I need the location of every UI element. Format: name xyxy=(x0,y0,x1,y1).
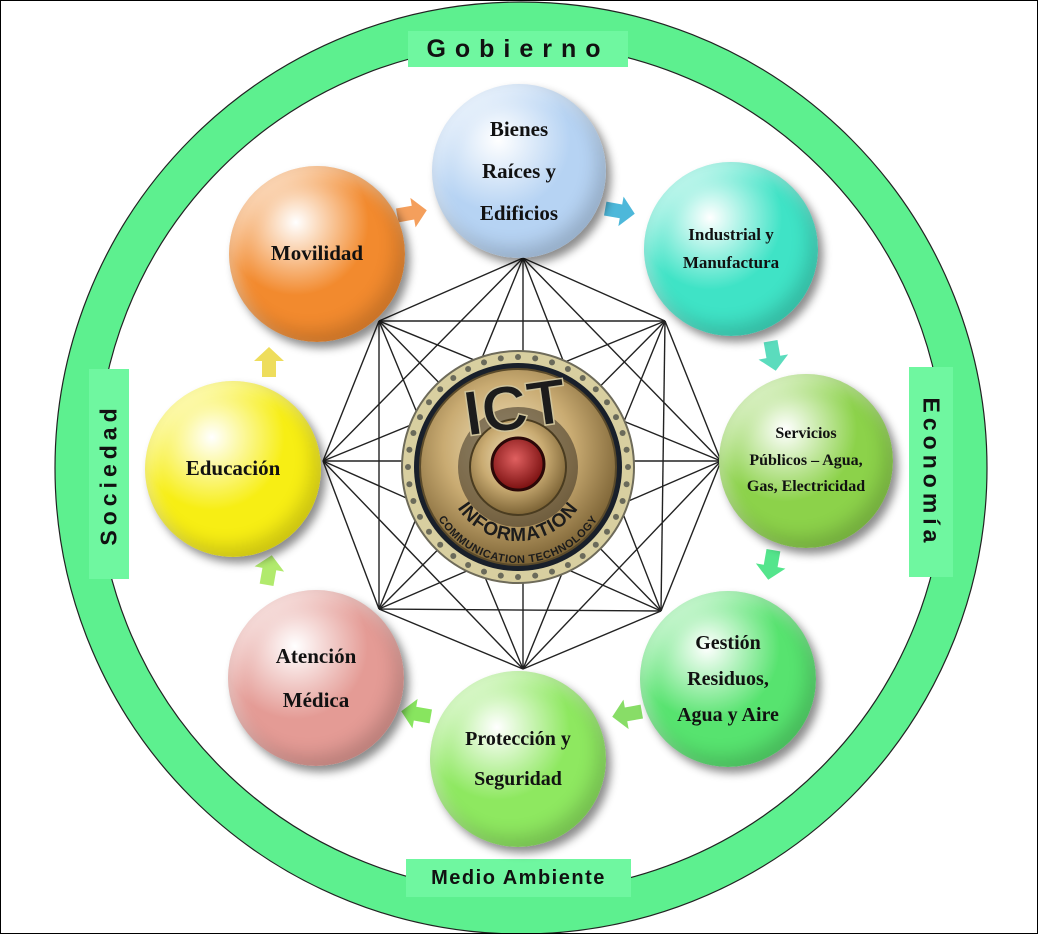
logo-pin xyxy=(515,354,521,360)
logo-pin xyxy=(437,386,444,393)
outer-ring xyxy=(55,2,987,933)
logo-pin xyxy=(549,568,555,575)
connector-line xyxy=(378,257,524,322)
logo-pin xyxy=(410,498,417,504)
flow-arrows xyxy=(254,196,789,730)
connector-lines xyxy=(322,257,722,670)
logo-pin xyxy=(515,574,521,580)
ring-label-sociedad-text: Sociedad xyxy=(95,402,122,546)
ring-label-economia-text: Economía xyxy=(918,397,945,547)
logo-pin xyxy=(579,553,586,559)
logo-pin xyxy=(406,446,413,453)
connector-line xyxy=(322,257,524,462)
logo-pin xyxy=(426,399,432,406)
flow-arrow xyxy=(401,698,433,729)
logo-pin xyxy=(592,541,599,548)
flow-arrow xyxy=(254,555,285,587)
node-bienes-raices: Bienes Raíces y Edificios xyxy=(432,84,606,258)
node-movilidad: Movilidad xyxy=(229,166,405,342)
logo-pin xyxy=(426,528,432,535)
logo-pin xyxy=(619,430,626,436)
node-educacion: Educación xyxy=(145,381,321,557)
logo-pin xyxy=(406,481,413,488)
logo-pin xyxy=(604,399,610,406)
node-proteccion: Protección y Seguridad xyxy=(430,671,606,847)
logo-pin xyxy=(613,414,619,421)
connector-line xyxy=(378,608,662,612)
ring-label-economia: Economía xyxy=(909,367,953,577)
flow-arrow xyxy=(395,197,427,228)
ict-logo-pins xyxy=(405,354,631,580)
logo-pin xyxy=(613,513,619,520)
flow-arrow xyxy=(758,339,789,371)
logo-pin xyxy=(417,414,423,421)
logo-pin xyxy=(532,355,539,362)
node-bienes-raices-label: Bienes Raíces y Edificios xyxy=(479,117,559,225)
flow-arrow xyxy=(254,347,284,377)
ring-label-medio-ambiente: Medio Ambiente xyxy=(406,859,631,897)
logo-pin xyxy=(481,568,487,575)
ring-label-gobierno: Gobierno xyxy=(408,31,628,67)
connector-line xyxy=(522,460,722,670)
logo-pin xyxy=(405,464,411,470)
logo-pin xyxy=(625,464,631,470)
logo-pin xyxy=(437,541,444,548)
logo-pin xyxy=(450,375,457,381)
node-gestion-residuos: Gestión Residuos, Agua y Aire xyxy=(640,591,816,767)
logo-pin xyxy=(481,359,487,366)
connector-line xyxy=(322,460,524,670)
node-servicios-publicos-label: Servicios Públicos – Agua, Gas, Electric… xyxy=(746,425,866,496)
logo-pin xyxy=(450,553,457,559)
ict-logo-big-text: ICT xyxy=(459,364,571,450)
logo-pin xyxy=(532,572,539,579)
node-proteccion-label: Protección y Seguridad xyxy=(465,728,571,790)
node-atencion-medica-label: Atención Médica xyxy=(275,643,357,712)
connector-line xyxy=(522,610,662,670)
logo-pin xyxy=(410,430,417,436)
ring-label-sociedad: Sociedad xyxy=(89,369,129,579)
logo-pin xyxy=(579,375,586,381)
logo-pin xyxy=(549,359,555,366)
node-atencion-medica: Atención Médica xyxy=(228,590,404,766)
logo-pin xyxy=(564,366,571,372)
ring-label-gobierno-text: Gobierno xyxy=(426,34,610,63)
logo-pin xyxy=(592,386,599,393)
logo-pin xyxy=(497,355,504,362)
node-gestion-residuos-label: Gestión Residuos, Agua y Aire xyxy=(677,632,779,726)
connector-line xyxy=(664,320,722,462)
connector-line xyxy=(322,460,380,610)
connector-line xyxy=(378,608,524,670)
node-industrial-label: Industrial y Manufactura xyxy=(682,224,780,272)
flow-arrow xyxy=(603,196,635,227)
connector-line xyxy=(660,320,666,612)
connector-line xyxy=(322,320,380,462)
logo-pin xyxy=(564,562,571,568)
node-industrial: Industrial y Manufactura xyxy=(644,162,818,336)
logo-pin xyxy=(465,562,472,568)
logo-pin xyxy=(619,498,626,504)
logo-pin xyxy=(623,481,630,488)
connector-line xyxy=(522,257,722,462)
outer-ring-edge-outer xyxy=(54,1,988,933)
ict-logo: ICT INFORMATION COMMUNICATION TECHNOLOGY xyxy=(401,350,635,584)
node-movilidad-label: Movilidad xyxy=(270,241,364,266)
connector-line xyxy=(522,257,666,322)
node-servicios-publicos: Servicios Públicos – Agua, Gas, Electric… xyxy=(719,374,893,548)
logo-pin xyxy=(604,528,610,535)
flow-arrow xyxy=(755,548,786,580)
node-educacion-label: Educación xyxy=(185,456,281,481)
logo-pin xyxy=(465,366,472,372)
flow-arrow xyxy=(612,699,644,730)
ict-logo-red-core xyxy=(490,436,546,492)
logo-pin xyxy=(623,446,630,453)
logo-pin xyxy=(417,513,423,520)
connector-line xyxy=(660,460,722,612)
ring-label-medio-ambiente-text: Medio Ambiente xyxy=(431,866,606,889)
logo-pin xyxy=(497,572,504,579)
